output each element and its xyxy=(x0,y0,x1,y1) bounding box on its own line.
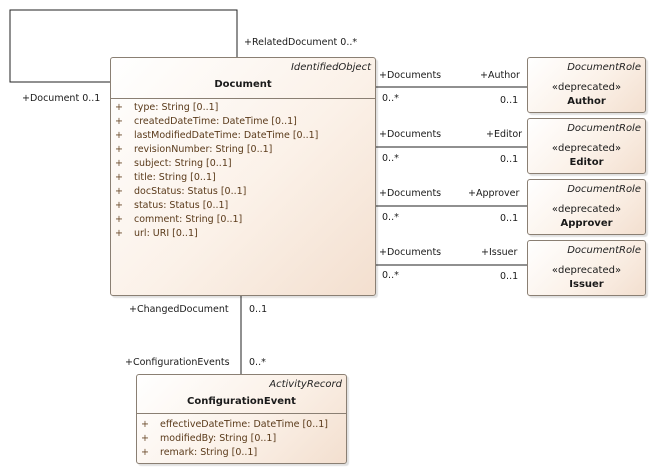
configuration-event-attribute: +modifiedBy: String [0..1] xyxy=(141,433,277,444)
changed-document-mult: 0..1 xyxy=(249,304,268,315)
approver-stereotype: DocumentRole xyxy=(567,184,641,195)
approver-documents-mult: 0..* xyxy=(382,212,399,223)
author-role-label: +Author xyxy=(480,70,520,81)
issuer-deprecated: «deprecated» xyxy=(551,265,622,276)
configuration-event-class[interactable]: ActivityRecord ConfigurationEvent +effec… xyxy=(136,374,347,464)
document-attribute: +title: String [0..1] xyxy=(115,172,216,183)
issuer-class-name: Issuer xyxy=(569,279,604,290)
issuer-stereotype: DocumentRole xyxy=(567,245,641,256)
changed-document-label: +ChangedDocument xyxy=(129,304,229,315)
editor-documents-role: +Documents xyxy=(379,129,442,140)
document-attribute: +comment: String [0..1] xyxy=(115,214,243,225)
document-class[interactable]: IdentifiedObject Document +type: String … xyxy=(110,57,376,296)
document-stereotype: IdentifiedObject xyxy=(290,62,371,73)
document-attribute: +url: URI [0..1] xyxy=(115,228,198,239)
approver-role-mult: 0..1 xyxy=(500,213,519,224)
author-documents-mult: 0..* xyxy=(382,93,399,104)
configuration-events-mult: 0..* xyxy=(249,357,266,368)
author-documents-role: +Documents xyxy=(379,70,442,81)
approver-role-label: +Approver xyxy=(468,188,520,199)
author-deprecated: «deprecated» xyxy=(551,82,622,93)
document-attribute: +subject: String [0..1] xyxy=(115,158,232,169)
configuration-event-separator xyxy=(137,413,346,414)
editor-stereotype: DocumentRole xyxy=(567,123,641,134)
document-attribute: +revisionNumber: String [0..1] xyxy=(115,144,273,155)
configuration-events-label: +ConfigurationEvents xyxy=(125,357,230,368)
document-attribute: +status: Status [0..1] xyxy=(115,200,229,211)
issuer-role-label: +Issuer xyxy=(481,247,518,258)
document-attribute: +type: String [0..1] xyxy=(115,102,219,113)
approver-documents-role: +Documents xyxy=(379,188,442,199)
editor-class[interactable]: DocumentRole «deprecated» Editor xyxy=(527,118,646,174)
configuration-event-attribute: +remark: String [0..1] xyxy=(141,447,258,458)
approver-deprecated: «deprecated» xyxy=(551,204,622,215)
approver-class-name: Approver xyxy=(560,218,613,229)
document-attribute: +lastModifiedDateTime: DateTime [0..1] xyxy=(115,130,319,141)
issuer-role-mult: 0..1 xyxy=(500,271,519,282)
related-document-label: +RelatedDocument 0..* xyxy=(244,37,358,48)
editor-deprecated: «deprecated» xyxy=(551,143,622,154)
document-attribute: +createdDateTime: DateTime [0..1] xyxy=(115,116,297,127)
editor-class-name: Editor xyxy=(569,157,604,168)
issuer-class[interactable]: DocumentRole «deprecated» Issuer xyxy=(527,240,646,296)
configuration-event-stereotype: ActivityRecord xyxy=(269,379,342,390)
configuration-event-attributes: +effectiveDateTime: DateTime [0..1] +mod… xyxy=(141,418,344,460)
document-class-name: Document xyxy=(214,79,272,90)
editor-role-mult: 0..1 xyxy=(500,154,519,165)
editor-documents-mult: 0..* xyxy=(382,153,399,164)
approver-class[interactable]: DocumentRole «deprecated» Approver xyxy=(527,179,646,235)
document-attributes: +type: String [0..1] +createdDateTime: D… xyxy=(115,101,373,241)
author-class-name: Author xyxy=(567,96,606,107)
configuration-event-attribute: +effectiveDateTime: DateTime [0..1] xyxy=(141,419,328,430)
author-class[interactable]: DocumentRole «deprecated» Author xyxy=(527,57,646,113)
document-attributes-separator xyxy=(111,98,375,99)
issuer-documents-role: +Documents xyxy=(379,247,442,258)
issuer-documents-mult: 0..* xyxy=(382,270,399,281)
configuration-event-class-name: ConfigurationEvent xyxy=(187,396,296,407)
author-role-mult: 0..1 xyxy=(500,95,519,106)
document-attribute: +docStatus: Status [0..1] xyxy=(115,186,247,197)
self-document-label: +Document 0..1 xyxy=(22,93,101,104)
author-stereotype: DocumentRole xyxy=(567,62,641,73)
editor-role-label: +Editor xyxy=(486,129,523,140)
self-association-line xyxy=(9,9,238,83)
